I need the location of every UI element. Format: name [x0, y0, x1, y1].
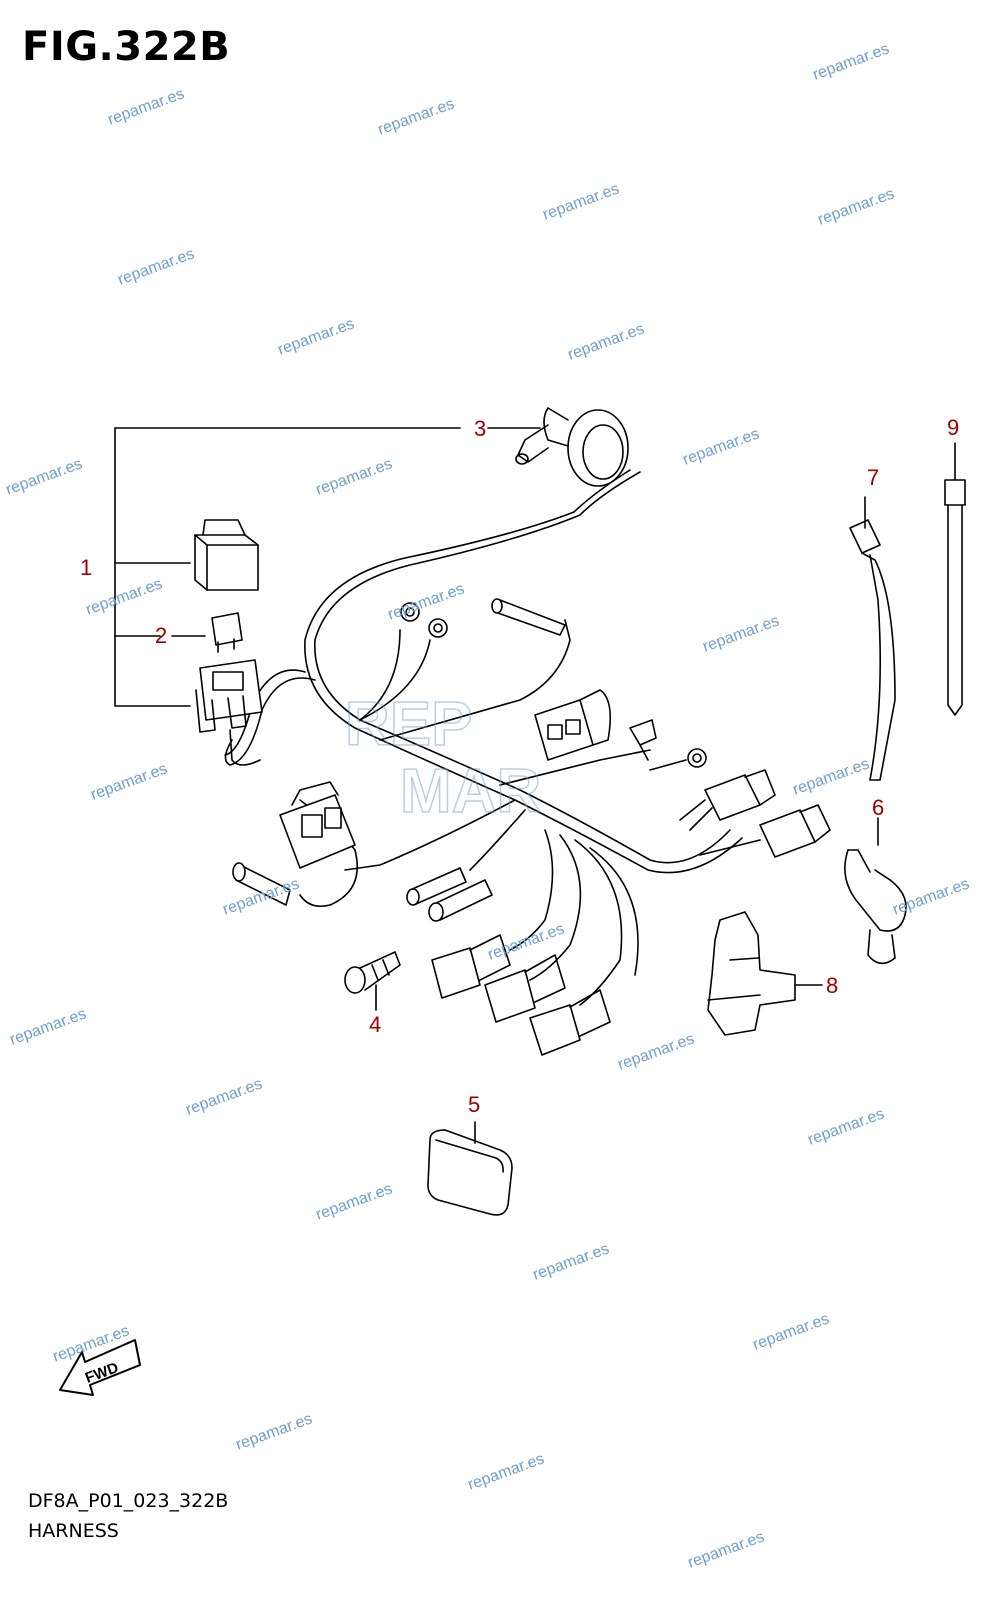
watermark-logo: REP MAR [344, 689, 542, 827]
svg-text:repamar.es: repamar.es [531, 1240, 612, 1283]
svg-text:repamar.es: repamar.es [314, 1180, 395, 1223]
figure-title: FIG.322B [22, 24, 231, 70]
svg-text:repamar.es: repamar.es [751, 1310, 832, 1353]
group-bracket [114, 427, 541, 707]
clip-screw-part [344, 951, 401, 994]
svg-text:repamar.es: repamar.es [106, 85, 187, 128]
svg-text:repamar.es: repamar.es [486, 920, 567, 963]
svg-text:repamar.es: repamar.es [314, 455, 395, 498]
svg-text:repamar.es: repamar.es [276, 315, 357, 358]
svg-text:repamar.es: repamar.es [541, 180, 622, 223]
callout-2: 2 [155, 623, 167, 648]
svg-text:repamar.es: repamar.es [84, 575, 165, 618]
svg-text:repamar.es: repamar.es [234, 1410, 315, 1453]
cable-tie-short-part [849, 519, 896, 781]
svg-text:repamar.es: repamar.es [89, 760, 170, 803]
figure-name: HARNESS [28, 1520, 119, 1542]
svg-text:repamar.es: repamar.es [566, 320, 647, 363]
callout-5: 5 [468, 1092, 480, 1117]
figure-code: DF8A_P01_023_322B [28, 1490, 229, 1512]
relay-socket [195, 659, 263, 766]
holder-part [707, 911, 796, 1036]
callout-8: 8 [826, 973, 838, 998]
callout-leaders [375, 442, 956, 1144]
cable-tie-long-part [944, 479, 966, 716]
harness-wires [224, 469, 743, 1006]
left-coupler [279, 781, 356, 869]
callout-9: 9 [947, 415, 959, 440]
flag-terminal [629, 719, 657, 761]
rubber-cap-part [427, 1129, 513, 1216]
bullet-connector-top [491, 598, 566, 636]
fwd-arrow-icon [59, 1339, 141, 1396]
callout-7: 7 [867, 465, 879, 490]
svg-text:repamar.es: repamar.es [116, 245, 197, 288]
bullet-leads [232, 862, 493, 922]
right-couplers [679, 769, 831, 858]
callout-4: 4 [369, 1012, 381, 1037]
clamp-part [844, 849, 907, 965]
svg-text:REP: REP [345, 690, 472, 759]
ring-terminals [400, 602, 707, 771]
svg-text:repamar.es: repamar.es [4, 455, 85, 498]
svg-text:repamar.es: repamar.es [681, 425, 762, 468]
central-coupler [534, 689, 611, 761]
svg-text:repamar.es: repamar.es [184, 1075, 265, 1118]
callout-3: 3 [474, 416, 486, 441]
svg-text:repamar.es: repamar.es [791, 755, 872, 798]
fuse-part [211, 612, 243, 653]
svg-text:repamar.es: repamar.es [466, 1450, 547, 1493]
svg-text:repamar.es: repamar.es [616, 1030, 697, 1073]
svg-text:repamar.es: repamar.es [816, 185, 897, 228]
svg-text:repamar.es: repamar.es [386, 580, 467, 623]
svg-text:repamar.es: repamar.es [686, 1528, 767, 1571]
svg-text:repamar.es: repamar.es [8, 1005, 89, 1048]
svg-text:repamar.es: repamar.es [701, 612, 782, 655]
svg-text:MAR: MAR [400, 757, 541, 826]
relay-part [194, 519, 259, 591]
svg-text:repamar.es: repamar.es [811, 40, 892, 83]
svg-text:repamar.es: repamar.es [376, 95, 457, 138]
svg-text:repamar.es: repamar.es [806, 1105, 887, 1148]
lower-couplers [431, 934, 611, 1056]
callout-6: 6 [872, 795, 884, 820]
grommet-part [515, 407, 629, 487]
callout-1: 1 [80, 555, 92, 580]
